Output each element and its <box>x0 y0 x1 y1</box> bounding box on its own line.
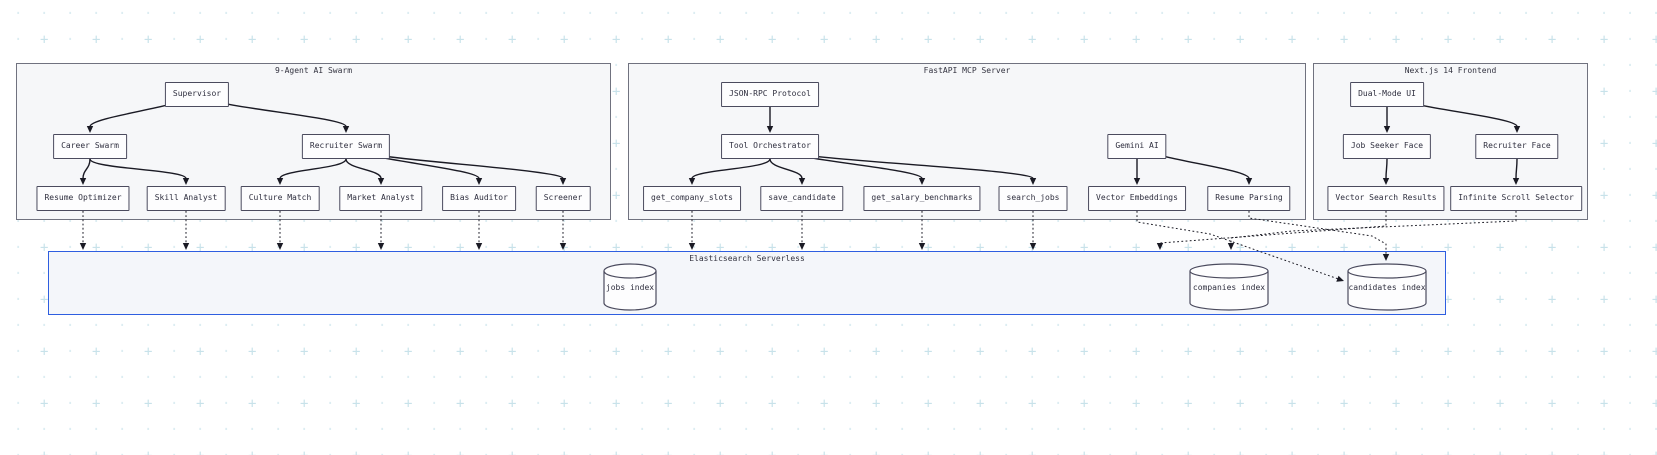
cylinder-jobs_index: jobs index <box>603 263 657 311</box>
arrowhead-icon <box>475 243 483 250</box>
cylinder-label: jobs index <box>605 283 655 292</box>
arrowhead-icon <box>1133 178 1141 185</box>
arrowhead-icon <box>1029 243 1037 250</box>
node-culture_match: Culture Match <box>240 186 320 211</box>
database-cylinder-icon <box>1347 263 1427 311</box>
arrowhead-icon <box>377 178 385 185</box>
edge-line <box>1385 158 1388 179</box>
arrowhead-icon <box>918 243 926 250</box>
database-cylinder-icon <box>603 263 657 311</box>
arrowhead-icon <box>1382 178 1390 185</box>
arrowhead-icon <box>182 178 190 185</box>
arrowhead-icon <box>475 178 483 185</box>
arrowhead-icon <box>559 243 567 250</box>
node-gemini: Gemini AI <box>1107 134 1167 159</box>
node-skill_analyst: Skill Analyst <box>146 186 226 211</box>
arrowhead-icon <box>1383 126 1391 133</box>
arrowhead-icon <box>1513 126 1521 133</box>
cylinder-companies_index: companies index <box>1189 263 1269 311</box>
edge-line <box>1159 211 1387 244</box>
arrowhead-icon <box>798 178 806 185</box>
arrowhead-icon <box>182 243 190 250</box>
arrowhead-icon <box>918 178 926 185</box>
node-supervisor: Supervisor <box>164 82 230 107</box>
node-resume_parsing: Resume Parsing <box>1207 186 1291 211</box>
edge-line <box>769 158 803 179</box>
arrowhead-icon <box>1245 178 1253 185</box>
cylinder-label: companies index <box>1192 283 1266 292</box>
arrowhead-icon <box>1382 254 1390 261</box>
arrowhead-icon <box>79 243 87 250</box>
edge-line <box>1248 211 1387 255</box>
arrowhead-icon <box>1336 275 1344 282</box>
arrowhead-icon <box>688 178 696 185</box>
arrowhead-icon <box>377 243 385 250</box>
node-resume_optimizer: Resume Optimizer <box>36 186 130 211</box>
subgraph-title-frontend: Next.js 14 Frontend <box>1404 66 1497 75</box>
node-job_seeker: Job Seeker Face <box>1342 134 1432 159</box>
arrowhead-icon <box>276 243 284 250</box>
edge-line <box>345 158 382 179</box>
arrowhead-icon <box>276 178 284 185</box>
edge-line <box>1230 211 1517 244</box>
node-recruiter_swarm: Recruiter Swarm <box>301 134 391 159</box>
node-get_company_slots: get_company_slots <box>643 186 741 211</box>
arrowhead-icon <box>86 126 94 133</box>
node-vector_search_results: Vector Search Results <box>1327 186 1445 211</box>
arrowhead-icon <box>1227 243 1235 250</box>
arrowhead-icon <box>688 243 696 250</box>
node-screener: Screener <box>535 186 591 211</box>
arrowhead-icon <box>1029 178 1037 185</box>
node-vector_embeddings: Vector Embeddings <box>1088 186 1186 211</box>
edge-line <box>279 158 347 179</box>
arrowhead-icon <box>1512 178 1520 185</box>
arrowhead-icon <box>342 126 350 133</box>
arrowhead-icon <box>798 243 806 250</box>
node-infinite_scroll: Infinite Scroll Selector <box>1450 186 1582 211</box>
node-recruiter_face: Recruiter Face <box>1475 134 1559 159</box>
node-json_rpc: JSON-RPC Protocol <box>721 82 819 107</box>
edge-line <box>1515 158 1518 179</box>
subgraph-title-swarm: 9-Agent AI Swarm <box>274 66 353 75</box>
cylinder-candidates_index: candidates index <box>1347 263 1427 311</box>
node-search_jobs: search_jobs <box>998 186 1068 211</box>
edge-line <box>89 158 187 180</box>
arrowhead-icon <box>766 126 774 133</box>
subgraph-title-es: Elasticsearch Serverless <box>689 254 805 263</box>
arrowhead-icon <box>1156 243 1164 250</box>
node-market_analyst: Market Analyst <box>339 186 423 211</box>
node-career_swarm: Career Swarm <box>53 134 127 159</box>
node-get_salary_benchmarks: get_salary_benchmarks <box>863 186 981 211</box>
node-tool_orchestrator: Tool Orchestrator <box>721 134 819 159</box>
arrowhead-icon <box>559 178 567 185</box>
node-dual_mode: Dual-Mode UI <box>1350 82 1424 107</box>
node-bias_auditor: Bias Auditor <box>442 186 516 211</box>
edge-line <box>1136 211 1339 280</box>
cylinder-label: candidates index <box>1348 283 1426 292</box>
node-save_candidate: save_candidate <box>760 186 844 211</box>
edge-line <box>691 158 771 180</box>
subgraph-title-mcp: FastAPI MCP Server <box>923 66 1011 75</box>
edge-line <box>82 158 91 179</box>
database-cylinder-icon <box>1189 263 1269 311</box>
arrowhead-icon <box>79 178 87 185</box>
